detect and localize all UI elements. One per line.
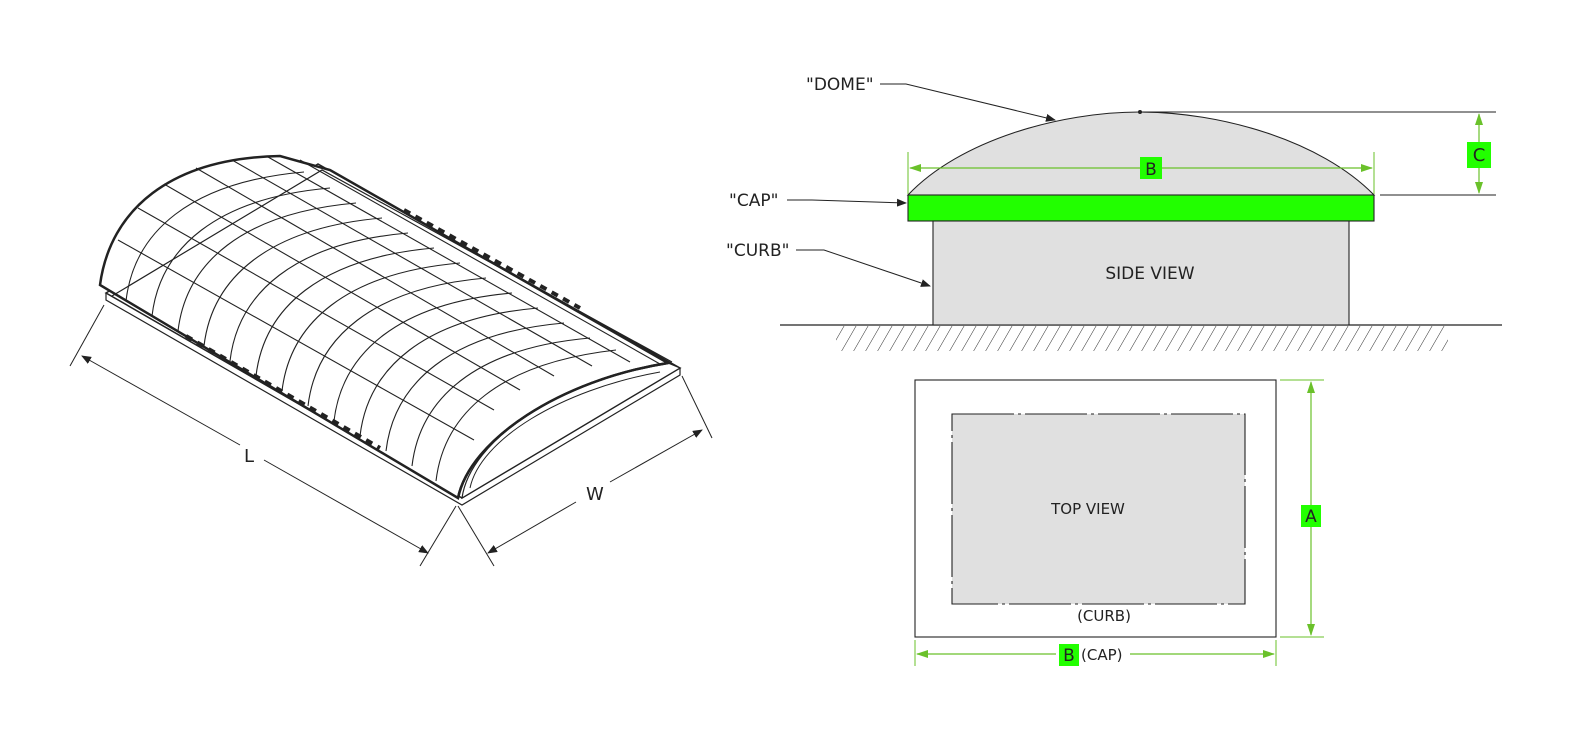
cap-shape (907, 194, 1375, 222)
isometric-view: L W (69, 154, 713, 567)
iso-end-cap-inner (469, 371, 661, 489)
iso-w-extension-2 (681, 375, 713, 439)
top-view-title: TOP VIEW (1050, 500, 1125, 518)
iso-base-edge (105, 293, 681, 506)
curb-shape (932, 220, 1350, 326)
dome-callout-leader (880, 83, 1056, 122)
iso-w-label: W (586, 484, 604, 505)
side-b-tag (1140, 157, 1162, 179)
side-view: SIDE VIEW "DOME" "CAP" "CURB" B C (726, 75, 1502, 351)
iso-w-extension-1 (457, 505, 495, 567)
top-b-note: (CAP) (1081, 646, 1122, 664)
iso-longitudinal-lines (117, 156, 661, 441)
side-c-label: C (1473, 145, 1486, 166)
iso-ribs (125, 171, 617, 482)
cap-callout-leader (787, 198, 907, 207)
dome-shape (906, 111, 1376, 196)
cap-callout-label: "CAP" (729, 191, 778, 211)
top-view: TOP VIEW (CURB) A B (CAP) (914, 379, 1324, 666)
side-b-label: B (1145, 160, 1157, 180)
iso-fasteners-front (185, 334, 381, 450)
iso-front-arc (456, 361, 669, 499)
top-b-label: B (1063, 646, 1075, 666)
iso-w-dim-line-b (609, 429, 703, 483)
dome-callout-label: "DOME" (806, 75, 874, 95)
dome-apex-point (1138, 110, 1142, 114)
iso-w-dim-line-a (487, 501, 577, 554)
ground-hatch (836, 326, 1448, 351)
side-view-title: SIDE VIEW (1105, 264, 1194, 284)
iso-l-label: L (244, 446, 254, 467)
side-c-tag (1467, 142, 1491, 168)
top-a-label: A (1305, 507, 1317, 527)
iso-frame-back (111, 169, 673, 363)
top-b-tag (1059, 644, 1079, 666)
iso-l-dim-line-a (81, 355, 241, 446)
top-curb-outline (951, 413, 1246, 605)
iso-l-dim-line-b (263, 459, 429, 554)
top-curb-label: (CURB) (1077, 607, 1131, 625)
top-a-tag (1301, 505, 1321, 527)
iso-l-extension-2 (419, 505, 457, 567)
iso-l-extension-1 (69, 304, 105, 367)
curb-callout-label: "CURB" (726, 241, 789, 261)
curb-callout-leader (796, 249, 931, 287)
